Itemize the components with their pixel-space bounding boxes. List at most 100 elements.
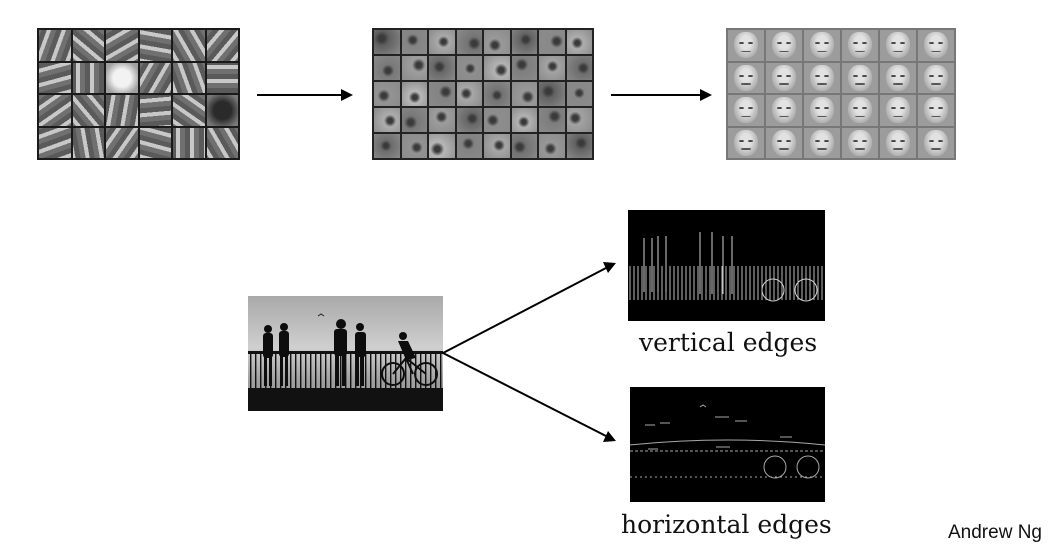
face-part-cell [429, 108, 455, 132]
face-part-cell [484, 134, 510, 158]
face-part-cell [456, 82, 482, 106]
face-part-cell [429, 30, 455, 54]
face-cell [728, 95, 764, 126]
face-part-cell [429, 134, 455, 158]
edge-filter-cell [173, 30, 205, 61]
edge-filter-cell [206, 95, 238, 126]
face-cell [728, 127, 764, 158]
face-cell [880, 95, 916, 126]
face-cell [728, 30, 764, 61]
vertical-edges-image [628, 210, 825, 321]
vertical-edges-label: vertical edges [639, 328, 818, 357]
face-part-cell [429, 82, 455, 106]
horizontal-edges-image [630, 387, 825, 502]
edge-filter-cell [39, 127, 71, 158]
face-part-cell [429, 56, 455, 80]
arrow-parts-to-faces [611, 89, 712, 101]
edge-filter-cell [72, 30, 104, 61]
face-part-cell [539, 82, 565, 106]
face-part-cell [374, 82, 400, 106]
face-part-cell [374, 108, 400, 132]
face-cell [766, 62, 802, 93]
face-cell [918, 62, 954, 93]
edge-filter-cell [206, 62, 238, 93]
face-part-cell [401, 134, 427, 158]
face-part-cell [484, 108, 510, 132]
edge-filter-cell [206, 127, 238, 158]
edge-filter-cell [106, 62, 138, 93]
face-cell [804, 30, 840, 61]
edge-filter-cell [106, 95, 138, 126]
edge-filter-cell [173, 62, 205, 93]
edge-filter-cell [139, 127, 171, 158]
edge-filter-cell [106, 30, 138, 61]
face-cell [918, 127, 954, 158]
face-part-cell [374, 134, 400, 158]
face-part-cell [566, 82, 592, 106]
face-part-cell [456, 108, 482, 132]
face-part-cell [539, 134, 565, 158]
face-part-cell [484, 56, 510, 80]
face-cell [804, 127, 840, 158]
face-cell [880, 127, 916, 158]
face-part-cell [456, 30, 482, 54]
face-cell [880, 30, 916, 61]
face-cell [766, 127, 802, 158]
edge-filter-cell [173, 127, 205, 158]
face-part-cell [484, 30, 510, 54]
face-part-cell [566, 56, 592, 80]
face-part-cell [566, 134, 592, 158]
face-cell [918, 95, 954, 126]
face-part-cell [539, 56, 565, 80]
face-part-cell [511, 108, 537, 132]
edge-filter-cell [106, 127, 138, 158]
face-part-cell [539, 30, 565, 54]
face-part-cell [401, 56, 427, 80]
edge-filter-cell [72, 127, 104, 158]
face-part-cell [566, 108, 592, 132]
face-part-cell [511, 134, 537, 158]
edge-filter-cell [139, 95, 171, 126]
face-cell [918, 30, 954, 61]
face-part-cell [539, 108, 565, 132]
face-part-cell [401, 108, 427, 132]
edge-filter-cell [206, 30, 238, 61]
face-part-cell [374, 56, 400, 80]
face-part-cell [374, 30, 400, 54]
face-part-cell [511, 56, 537, 80]
edge-filter-cell [39, 30, 71, 61]
face-parts-grid [372, 28, 594, 160]
edge-filter-cell [139, 30, 171, 61]
face-cell [842, 62, 878, 93]
face-part-cell [484, 82, 510, 106]
face-part-cell [401, 82, 427, 106]
edge-filter-cell [72, 62, 104, 93]
face-part-cell [456, 56, 482, 80]
face-part-cell [456, 134, 482, 158]
author-label: Andrew Ng [948, 522, 1042, 543]
face-cell [842, 30, 878, 61]
face-part-cell [401, 30, 427, 54]
face-cell [766, 30, 802, 61]
face-cell [728, 62, 764, 93]
horizontal-edges-label: horizontal edges [621, 510, 832, 539]
face-part-cell [566, 30, 592, 54]
face-cell [804, 62, 840, 93]
arrows-to-edge-maps [442, 262, 616, 442]
edge-filters-grid [37, 28, 240, 160]
edge-filter-cell [173, 95, 205, 126]
face-cell [804, 95, 840, 126]
face-cell [880, 62, 916, 93]
face-cell [766, 95, 802, 126]
vertical-edge-lines [629, 266, 823, 300]
faces-grid [726, 28, 956, 160]
edge-filter-cell [139, 62, 171, 93]
silhouette-photo [248, 296, 443, 411]
face-part-cell [511, 82, 537, 106]
arrow-edges-to-parts [257, 89, 353, 101]
edge-filter-cell [72, 95, 104, 126]
face-part-cell [511, 30, 537, 54]
edge-filter-cell [39, 62, 71, 93]
edge-filter-cell [39, 95, 71, 126]
face-cell [842, 127, 878, 158]
